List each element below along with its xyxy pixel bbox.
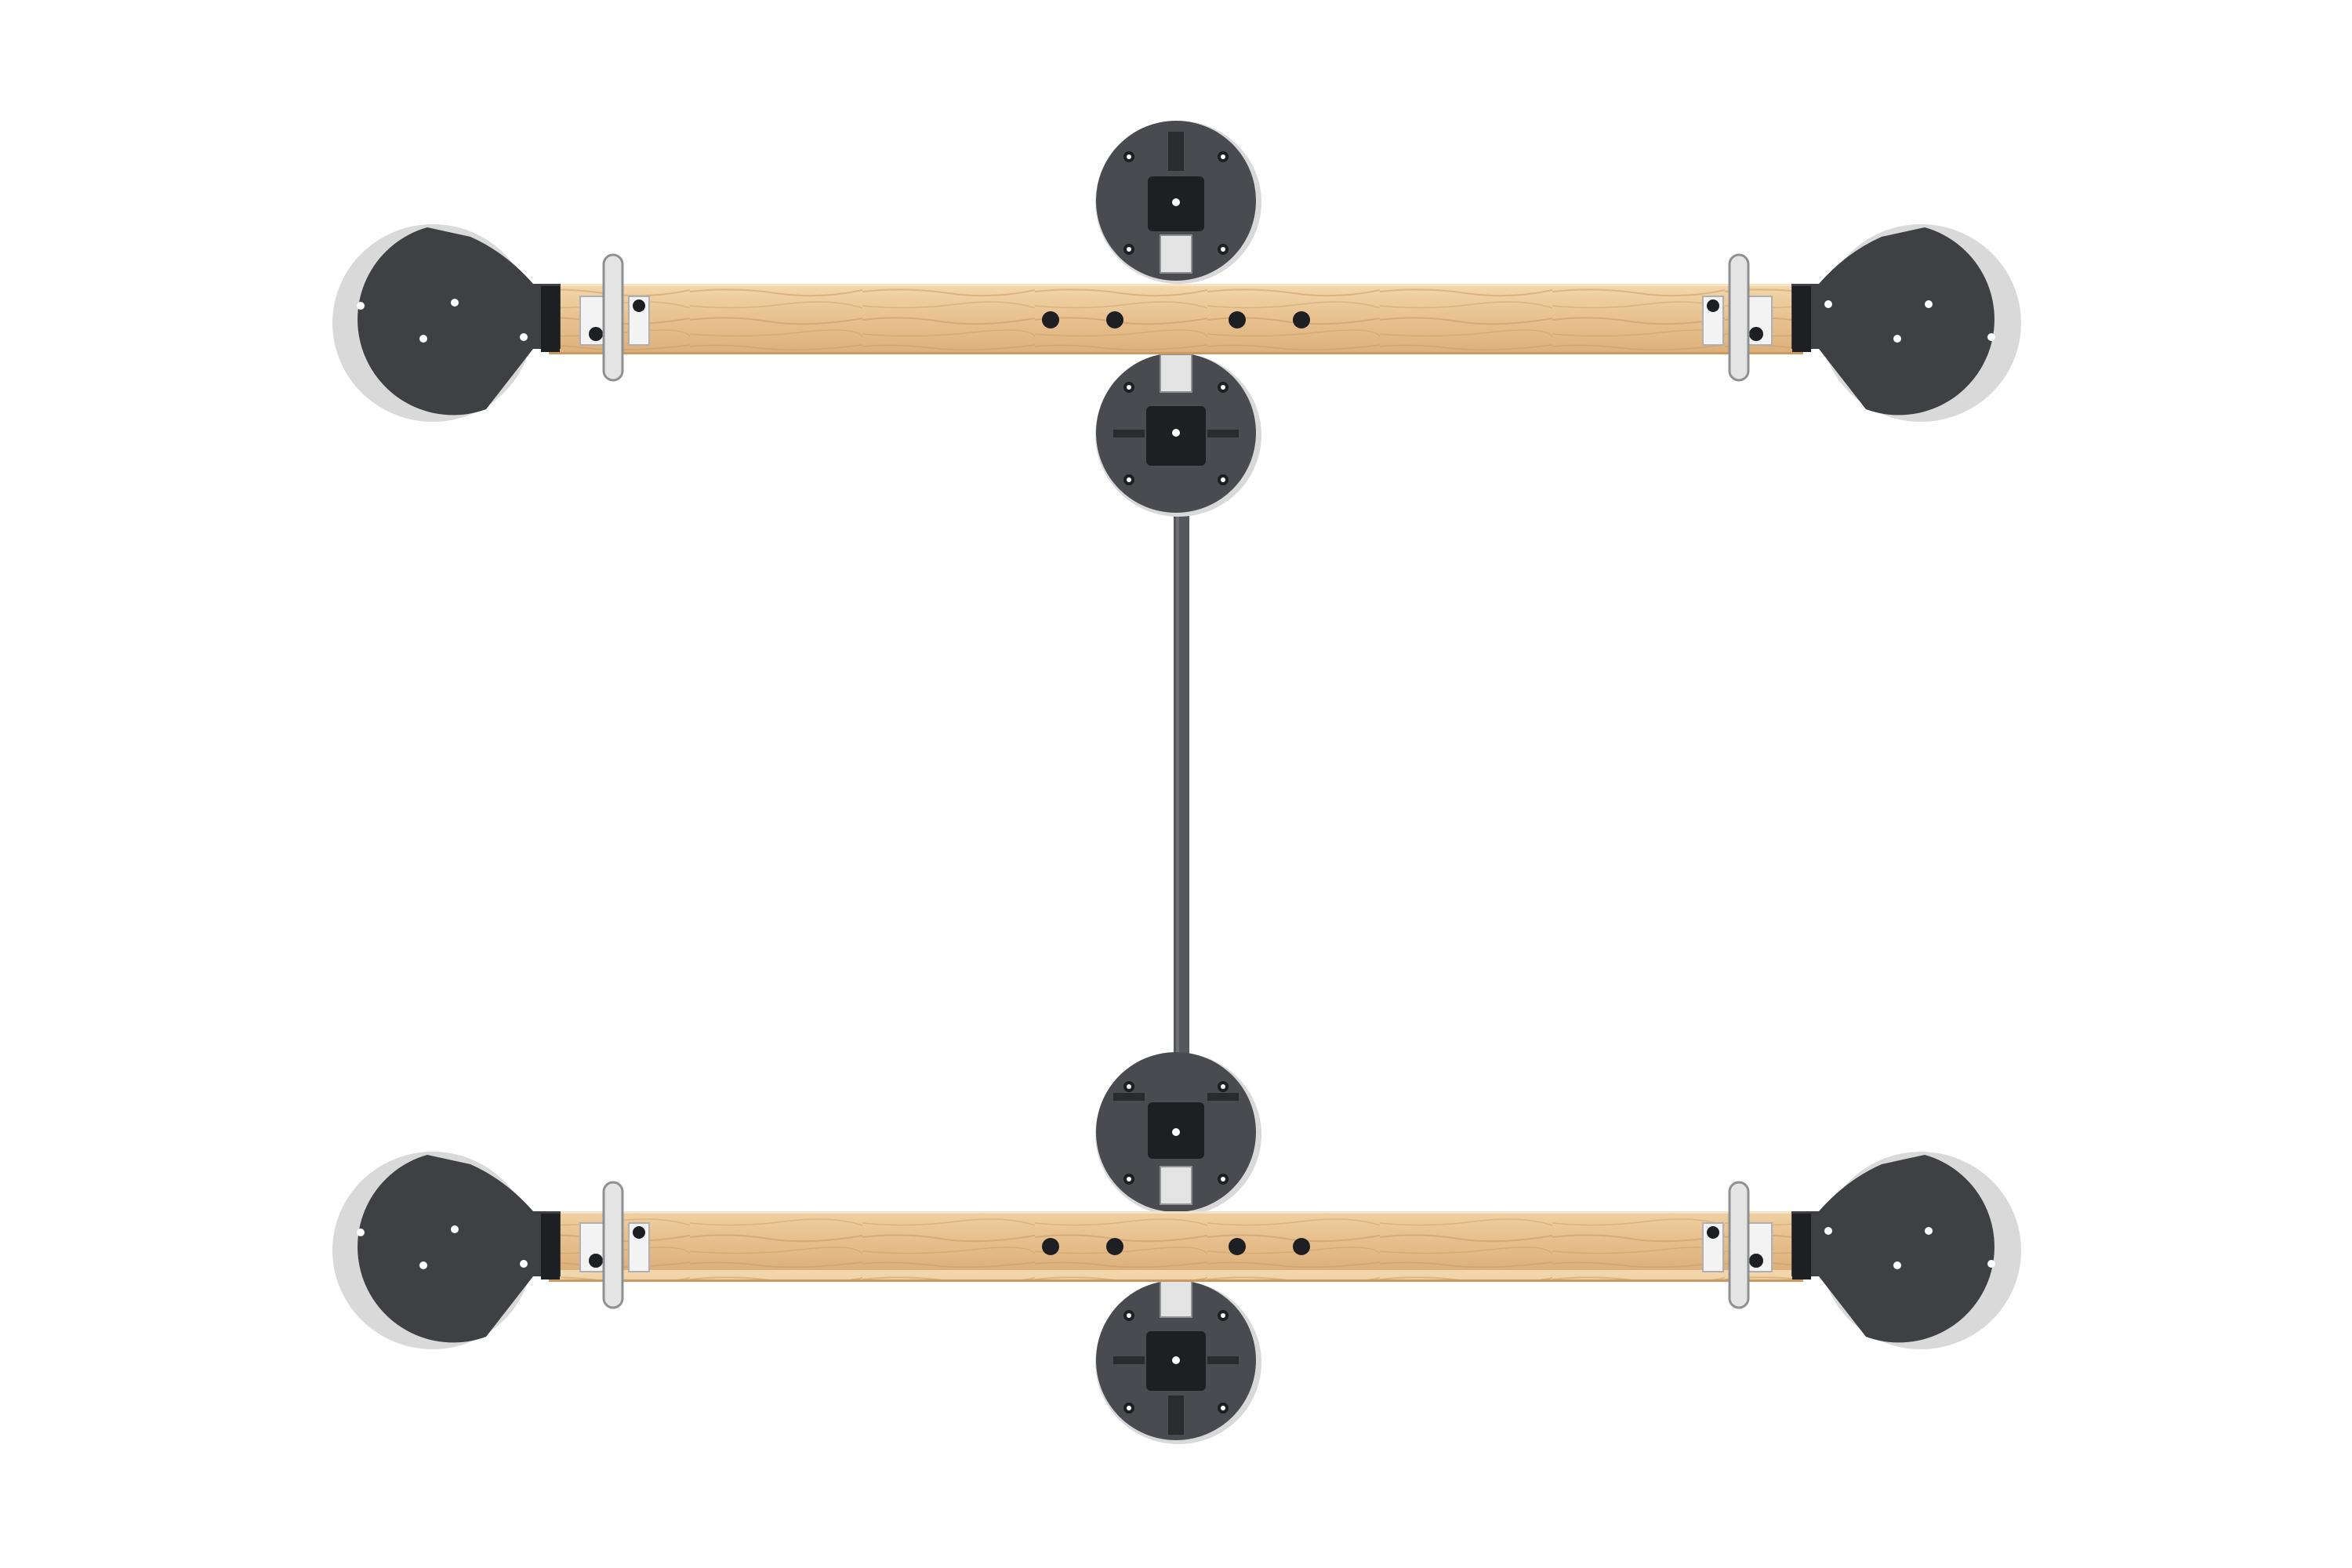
- wooden-beam: [549, 284, 1803, 354]
- beam-bolt: [1229, 311, 1246, 328]
- wooden-beam: [549, 1211, 1803, 1282]
- end-plate-left: [332, 1152, 561, 1349]
- end-plate-right: [1791, 1152, 2021, 1349]
- bottom-beam-assembly: [332, 1052, 2021, 1444]
- end-plate-left: [332, 224, 561, 422]
- round-mount: [1095, 1279, 1261, 1444]
- beam-bolt: [1293, 311, 1310, 328]
- beam-bolt: [1106, 1238, 1123, 1255]
- beam-bolt: [1042, 311, 1059, 328]
- connecting-bar-highlight: [1176, 486, 1179, 1082]
- beam-bolt: [1229, 1238, 1246, 1255]
- beam-bolt: [1293, 1238, 1310, 1255]
- round-mount: [1095, 1052, 1261, 1216]
- beam-bolt: [1042, 1238, 1059, 1255]
- end-plate-right: [1791, 224, 2021, 422]
- round-mount: [1095, 353, 1261, 517]
- round-mount: [1095, 121, 1261, 284]
- beam-bolt: [1106, 311, 1123, 328]
- top-beam-assembly: [332, 121, 2021, 517]
